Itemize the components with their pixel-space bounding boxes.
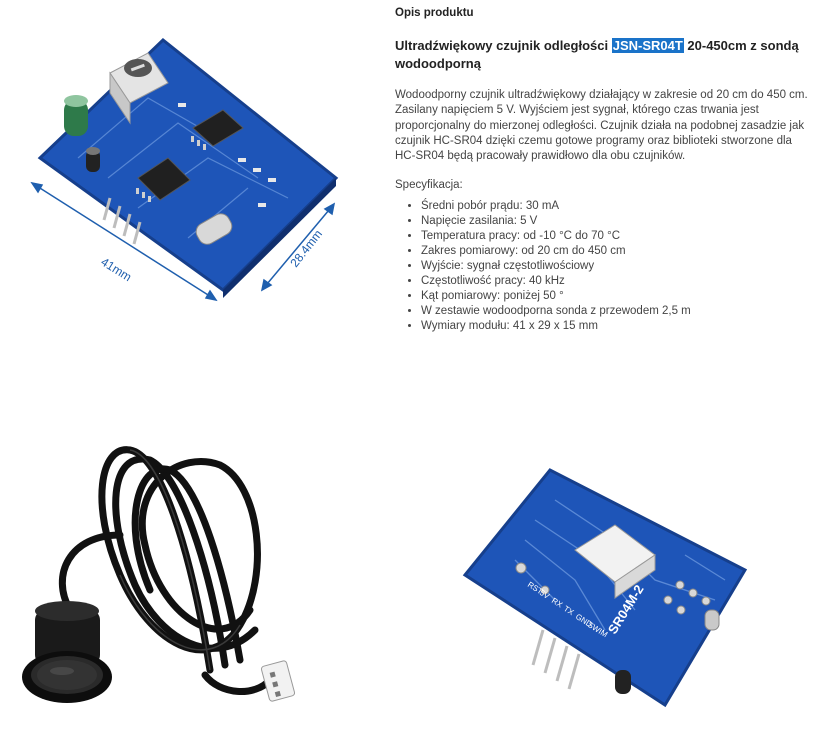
- list-item: W zestawie wodoodporna sonda z przewodem…: [421, 304, 815, 319]
- title-text: 20-450cm z sondą wodoodporną: [395, 38, 799, 71]
- title-text: Ultradźwiękowy czujnik odległości: [395, 38, 612, 54]
- spec-label: Specyfikacja:: [395, 179, 463, 192]
- product-image-board: 41mm 28.4mm: [30, 38, 339, 302]
- list-item: Wymiary modułu: 41 x 29 x 15 mm: [421, 319, 815, 334]
- product-image-probe: [22, 446, 296, 703]
- product-title: Ultradźwiękowy czujnik odległości JSN-SR…: [395, 37, 815, 72]
- list-item: Temperatura pracy: od -10 °C do 70 °C: [421, 229, 815, 244]
- title-highlight: JSN-SR04T: [611, 38, 684, 54]
- list-item: Średni pobór prądu: 30 mA: [421, 199, 815, 214]
- dimension-width-label: 41mm: [98, 255, 134, 285]
- jst-connector: [574, 524, 656, 599]
- product-image-board-back: RST 5V RX TX GND SWIM SR04M-2: [462, 468, 748, 708]
- list-item: Wyjście: sygnał częstotliwościowy: [421, 259, 815, 274]
- list-item: Częstotliwość pracy: 40 kHz: [421, 274, 815, 289]
- intro-paragraph: Wodoodporny czujnik ultradźwiękowy dział…: [395, 89, 808, 162]
- product-description: Opis produktu Ultradźwiękowy czujnik odl…: [395, 6, 815, 334]
- capacitor: [64, 95, 88, 136]
- dimension-height-label: 28.4mm: [287, 227, 325, 270]
- capacitor: [86, 147, 100, 172]
- potentiometer: [109, 52, 169, 125]
- list-item: Napięcie zasilania: 5 V: [421, 214, 815, 229]
- list-item: Kąt pomiarowy: poniżej 50 °: [421, 289, 815, 304]
- probe-head: [22, 601, 112, 703]
- crystal: [195, 213, 233, 245]
- spec-list: Średni pobór prądu: 30 mA Napięcie zasil…: [395, 199, 815, 333]
- cable-connector: [260, 660, 296, 702]
- list-item: Zakres pomiarowy: od 20 cm do 450 cm: [421, 244, 815, 259]
- section-label: Opis produktu: [395, 7, 474, 19]
